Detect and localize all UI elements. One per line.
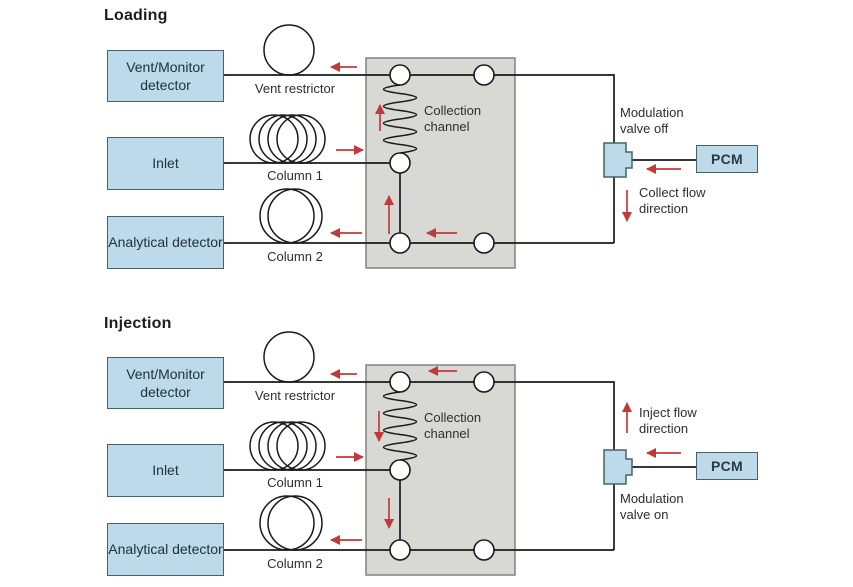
flow-direction-label: Inject flow direction bbox=[639, 405, 697, 436]
vent-line bbox=[224, 381, 615, 550]
port-top-right bbox=[473, 64, 495, 86]
port-top-left bbox=[389, 371, 411, 393]
port-middle bbox=[389, 459, 411, 481]
vent-restrictor-label: Vent restrictor bbox=[254, 81, 336, 96]
port-top-left bbox=[389, 64, 411, 86]
modulation-valve-shape bbox=[603, 449, 633, 485]
port-bottom-left bbox=[389, 232, 411, 254]
analytical-detector-box: Analytical detector bbox=[107, 523, 224, 576]
port-middle bbox=[389, 152, 411, 174]
vent-restrictor-coil bbox=[263, 331, 315, 383]
vent-monitor-detector-box: Vent/Monitor detector bbox=[107, 50, 224, 102]
column-2-coil bbox=[259, 188, 323, 244]
flow-direction-label: Collect flow direction bbox=[639, 185, 706, 216]
pcm-box: PCM bbox=[696, 452, 758, 480]
column-1-label: Column 1 bbox=[267, 475, 323, 490]
column-1-coil bbox=[249, 114, 326, 164]
vent-monitor-detector-box: Vent/Monitor detector bbox=[107, 357, 224, 409]
loading-title: Loading bbox=[104, 7, 168, 24]
column-2-label: Column 2 bbox=[267, 556, 323, 571]
loading-plumbing bbox=[224, 24, 698, 269]
modulation-valve-label: Modulation valve on bbox=[620, 491, 684, 522]
channel-ports bbox=[389, 64, 495, 254]
modulation-valve-shape bbox=[603, 142, 633, 178]
pcm-box: PCM bbox=[696, 145, 758, 173]
collection-channel-label: Collection channel bbox=[424, 410, 482, 441]
injection-flow-arrows bbox=[330, 366, 681, 545]
collection-channel-coil bbox=[382, 391, 418, 461]
inlet-box: Inlet bbox=[107, 444, 224, 497]
port-bottom-left bbox=[389, 539, 411, 561]
vent-restrictor-coil bbox=[263, 24, 315, 76]
vent-line bbox=[224, 74, 615, 243]
channel-ports bbox=[389, 371, 495, 561]
analytical-detector-box: Analytical detector bbox=[107, 216, 224, 269]
modulation-valve-label: Modulation valve off bbox=[620, 105, 684, 136]
port-bottom-right bbox=[473, 539, 495, 561]
inlet-box: Inlet bbox=[107, 137, 224, 190]
column-1-coil bbox=[249, 421, 326, 471]
vent-restrictor-label: Vent restrictor bbox=[254, 388, 336, 403]
loading-flow-arrows bbox=[330, 62, 681, 238]
column-2-label: Column 2 bbox=[267, 249, 323, 264]
port-bottom-right bbox=[473, 232, 495, 254]
injection-plumbing bbox=[224, 331, 698, 576]
injection-title: Injection bbox=[104, 315, 172, 332]
column-2-coil bbox=[259, 495, 323, 551]
collection-channel-label: Collection channel bbox=[424, 103, 482, 134]
column-1-label: Column 1 bbox=[267, 168, 323, 183]
port-top-right bbox=[473, 371, 495, 393]
collection-channel-coil bbox=[382, 84, 418, 154]
